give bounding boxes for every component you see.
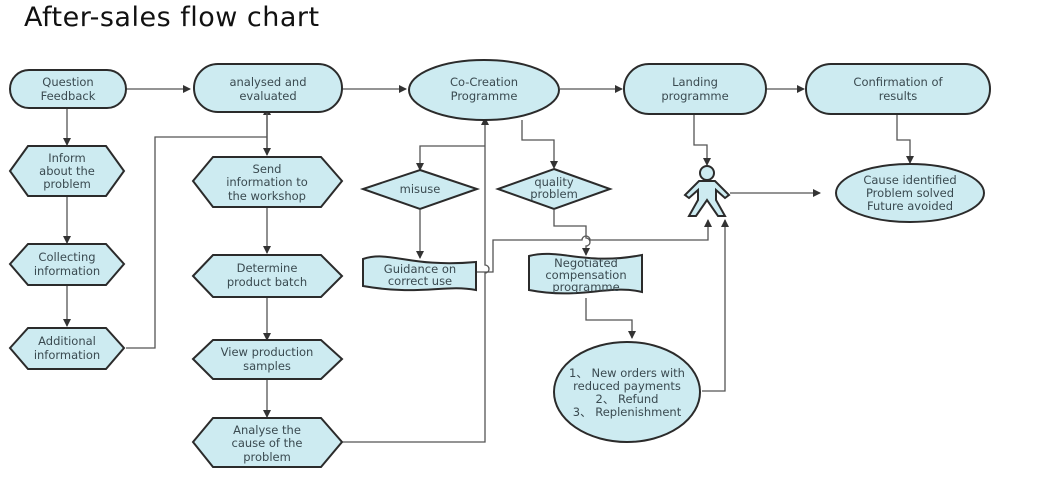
node-label: problem	[530, 187, 578, 201]
node-label: information	[34, 348, 100, 362]
node-label: Negotiated	[554, 256, 618, 270]
node-label: programme	[661, 89, 728, 103]
node-label: problem	[243, 450, 291, 464]
person-icon	[683, 165, 731, 217]
node-label: about the	[39, 164, 95, 178]
node-analysed-evaluated[interactable]: analysed and evaluated	[193, 63, 343, 113]
node-label: Problem solved	[866, 186, 954, 200]
connector	[553, 210, 591, 256]
connector	[126, 136, 267, 349]
node-label: misuse	[400, 182, 441, 196]
node-compensation-options[interactable]: 1、 New orders with reduced payments 2、 R…	[553, 341, 701, 443]
node-label: the workshop	[228, 189, 306, 203]
connector	[416, 145, 485, 171]
node-inform[interactable]: Inform about the problem	[8, 145, 126, 197]
doc-negotiated[interactable]: Negotiated compensation programme	[528, 252, 643, 295]
node-label: Confirmation of	[853, 75, 943, 89]
node-label: information to	[226, 175, 308, 189]
node-label: product batch	[227, 275, 307, 289]
node-label: Analyse the	[233, 423, 301, 437]
node-label: Inform	[48, 151, 86, 165]
node-determine-batch[interactable]: Determine product batch	[191, 254, 344, 298]
connector	[521, 120, 558, 169]
node-collecting[interactable]: Collecting information	[8, 243, 126, 286]
node-co-creation[interactable]: Co-Creation Programme	[408, 59, 560, 121]
connectors	[63, 85, 914, 443]
node-question-feedback[interactable]: Question Feedback	[9, 69, 127, 109]
node-label: Determine	[237, 261, 298, 275]
doc-guidance[interactable]: Guidance on correct use	[362, 255, 477, 292]
node-label: samples	[243, 359, 291, 373]
node-label: information	[34, 264, 100, 278]
node-label: 2、 Refund	[596, 392, 659, 406]
connector	[896, 113, 914, 164]
node-label: results	[879, 89, 918, 103]
node-outcome[interactable]: Cause identified Problem solved Future a…	[835, 163, 985, 223]
decision-quality-problem[interactable]: quality problem	[495, 167, 613, 211]
connector	[476, 219, 712, 273]
node-label: Additional	[38, 334, 96, 348]
node-confirmation[interactable]: Confirmation of results	[805, 63, 991, 115]
node-analyse-cause[interactable]: Analyse the cause of the problem	[191, 417, 344, 468]
node-label: Feedback	[41, 89, 96, 103]
node-label: Send	[253, 162, 282, 176]
node-label: Landing	[672, 75, 718, 89]
page-title: After-sales flow chart	[24, 2, 320, 33]
node-label: cause of the	[232, 436, 303, 450]
node-label: compensation	[545, 268, 626, 282]
decision-misuse[interactable]: misuse	[359, 168, 481, 211]
connector	[693, 113, 711, 166]
node-label: 1、 New orders with	[569, 366, 685, 380]
node-view-samples[interactable]: View production samples	[191, 339, 344, 380]
node-label: reduced payments	[573, 379, 681, 393]
node-label: Future avoided	[867, 199, 953, 213]
node-label: programme	[552, 280, 619, 294]
node-additional[interactable]: Additional information	[8, 327, 126, 370]
node-send-info[interactable]: Send information to the workshop	[191, 156, 344, 208]
node-label: Guidance on	[384, 262, 456, 276]
node-label: View production	[221, 345, 314, 359]
connector	[702, 219, 729, 392]
node-label: problem	[43, 177, 91, 191]
node-label: analysed and	[229, 75, 306, 89]
node-label: Programme	[451, 89, 518, 103]
connector	[342, 117, 490, 443]
node-label: correct use	[388, 274, 452, 288]
node-label: evaluated	[239, 89, 296, 103]
node-label: Collecting	[38, 250, 95, 264]
node-label: Question	[42, 75, 93, 89]
node-label: Co-Creation	[450, 75, 518, 89]
connector	[585, 298, 636, 339]
node-landing[interactable]: Landing programme	[623, 63, 767, 115]
node-label: Cause identified	[863, 173, 956, 187]
node-label: quality	[534, 175, 574, 189]
node-label: 3、 Replenishment	[573, 405, 682, 419]
